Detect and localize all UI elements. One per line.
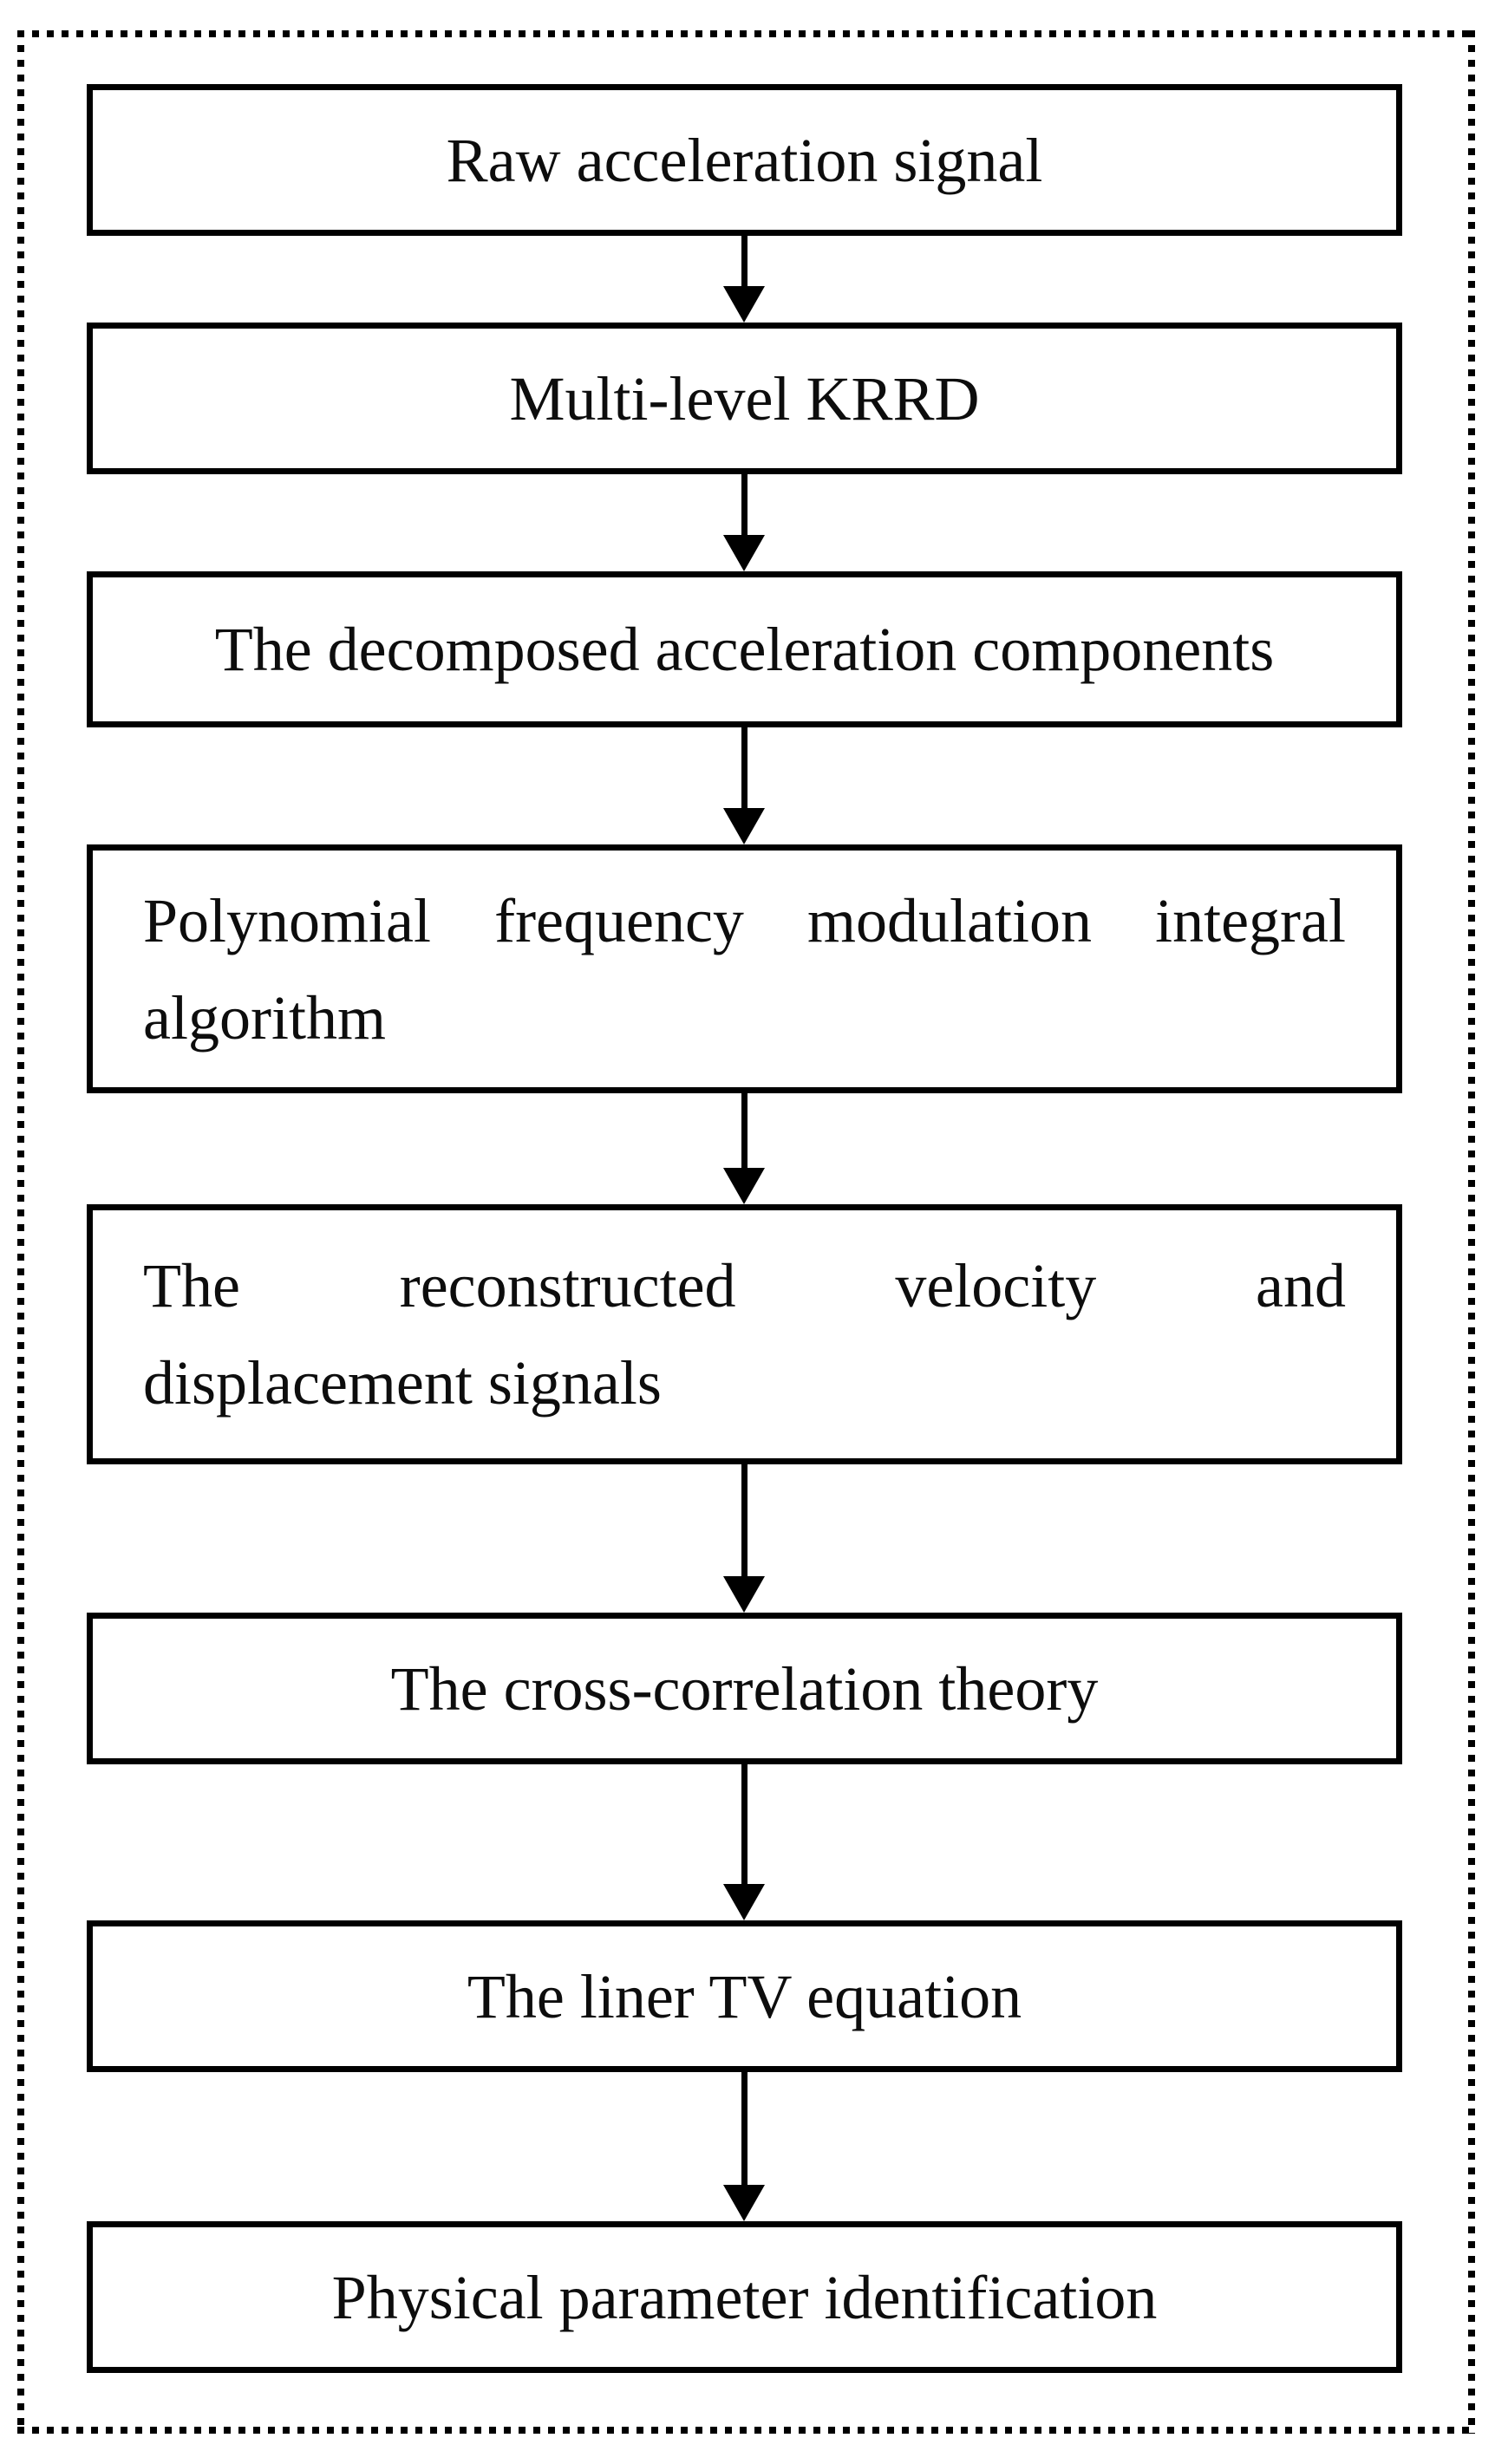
flow-arrow-down-6 (723, 1764, 765, 1920)
arrowhead-down-icon (723, 286, 765, 323)
dotted-border-top (17, 30, 1475, 37)
flow-box-label-line2: algorithm (143, 982, 386, 1053)
arrowhead-down-icon (723, 2185, 765, 2221)
dotted-border-right (1468, 30, 1475, 2434)
arrowhead-down-icon (723, 1576, 765, 1613)
arrow-shaft (741, 1464, 748, 1576)
dotted-border-frame (17, 30, 1475, 2434)
flow-box-label: Physical parameter identification (331, 2262, 1158, 2332)
arrowhead-down-icon (723, 1884, 765, 1920)
arrow-shaft (741, 1764, 748, 1884)
arrowhead-down-icon (723, 535, 765, 571)
flow-arrow-down-3 (723, 727, 765, 844)
flow-box-label: Raw acceleration signal (446, 125, 1043, 195)
flow-arrow-down-1 (723, 236, 765, 323)
flow-box-label: Multi-level KRRD (509, 363, 980, 433)
arrow-shaft (741, 2072, 748, 2185)
flow-box-cross-correlation-theory: The cross-correlation theory (87, 1613, 1402, 1764)
flow-box-label: The liner TV equation (467, 1961, 1022, 2031)
arrow-shaft (741, 236, 748, 286)
flow-box-raw-acceleration-signal: Raw acceleration signal (87, 84, 1402, 236)
arrow-shaft (741, 474, 748, 535)
arrowhead-down-icon (723, 808, 765, 844)
flow-box-multi-level-krrd: Multi-level KRRD (87, 323, 1402, 474)
flow-box-label: The decomposed acceleration components (214, 615, 1275, 684)
arrow-shaft (741, 1093, 748, 1168)
flow-box-label-line2: displacement signals (143, 1348, 662, 1418)
flow-box-liner-tv-equation: The liner TV equation (87, 1920, 1402, 2072)
dotted-border-left (17, 30, 24, 2434)
flow-arrow-down-5 (723, 1464, 765, 1613)
flow-arrow-down-7 (723, 2072, 765, 2221)
flow-box-label: The cross-correlation theory (390, 1653, 1099, 1724)
arrowhead-down-icon (723, 1168, 765, 1204)
flow-box-physical-parameter-identification: Physical parameter identification (87, 2221, 1402, 2373)
arrow-shaft (741, 727, 748, 808)
flow-arrow-down-2 (723, 474, 765, 571)
flow-arrow-down-4 (723, 1093, 765, 1204)
dotted-border-bottom (17, 2427, 1475, 2434)
flow-box-decomposed-acceleration-components: The decomposed acceleration components (87, 571, 1402, 727)
